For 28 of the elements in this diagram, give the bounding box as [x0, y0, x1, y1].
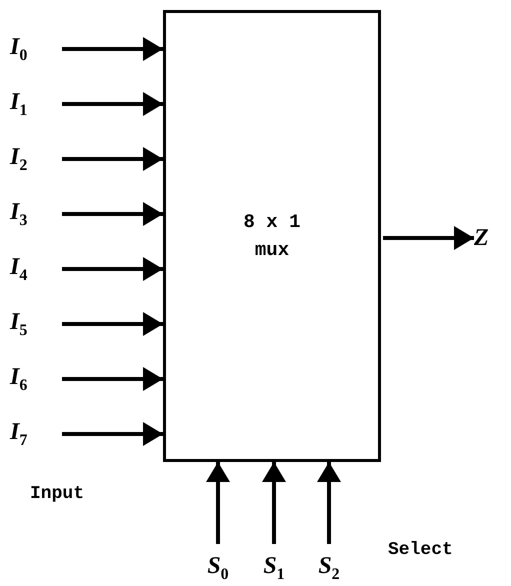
signal-label: I$_{1}$	[10, 88, 28, 120]
signal-label: I$_{7}$	[10, 418, 28, 450]
block-label: 8 x 1 mux	[242, 210, 302, 263]
arrow	[62, 257, 163, 281]
arrow	[62, 312, 163, 336]
group-label: Input	[30, 484, 84, 504]
signal-label: I$_{2}$	[10, 144, 28, 174]
multiplexer-block	[163, 10, 381, 462]
arrow	[206, 462, 230, 544]
signal-label: I$_{3}$	[10, 198, 28, 230]
signal-label: I$_{4}$	[10, 254, 28, 284]
arrow	[62, 37, 163, 61]
arrow	[262, 462, 286, 544]
signal-label: I$_{0}$	[10, 34, 28, 64]
signal-label: S$_{2}$	[318, 552, 340, 584]
arrow	[62, 147, 163, 171]
signal-label: I$_{6}$	[10, 364, 28, 394]
signal-label: I$_{5}$	[10, 308, 28, 340]
arrow	[383, 226, 474, 250]
arrow	[62, 202, 163, 226]
signal-label: S$_{1}$	[263, 552, 285, 584]
arrow	[317, 462, 341, 544]
group-label: Select	[388, 540, 453, 560]
arrow	[62, 92, 163, 116]
arrow	[62, 367, 163, 391]
arrow	[62, 422, 163, 446]
signal-label: S$_{0}$	[207, 552, 229, 584]
signal-label: Z	[474, 224, 489, 252]
